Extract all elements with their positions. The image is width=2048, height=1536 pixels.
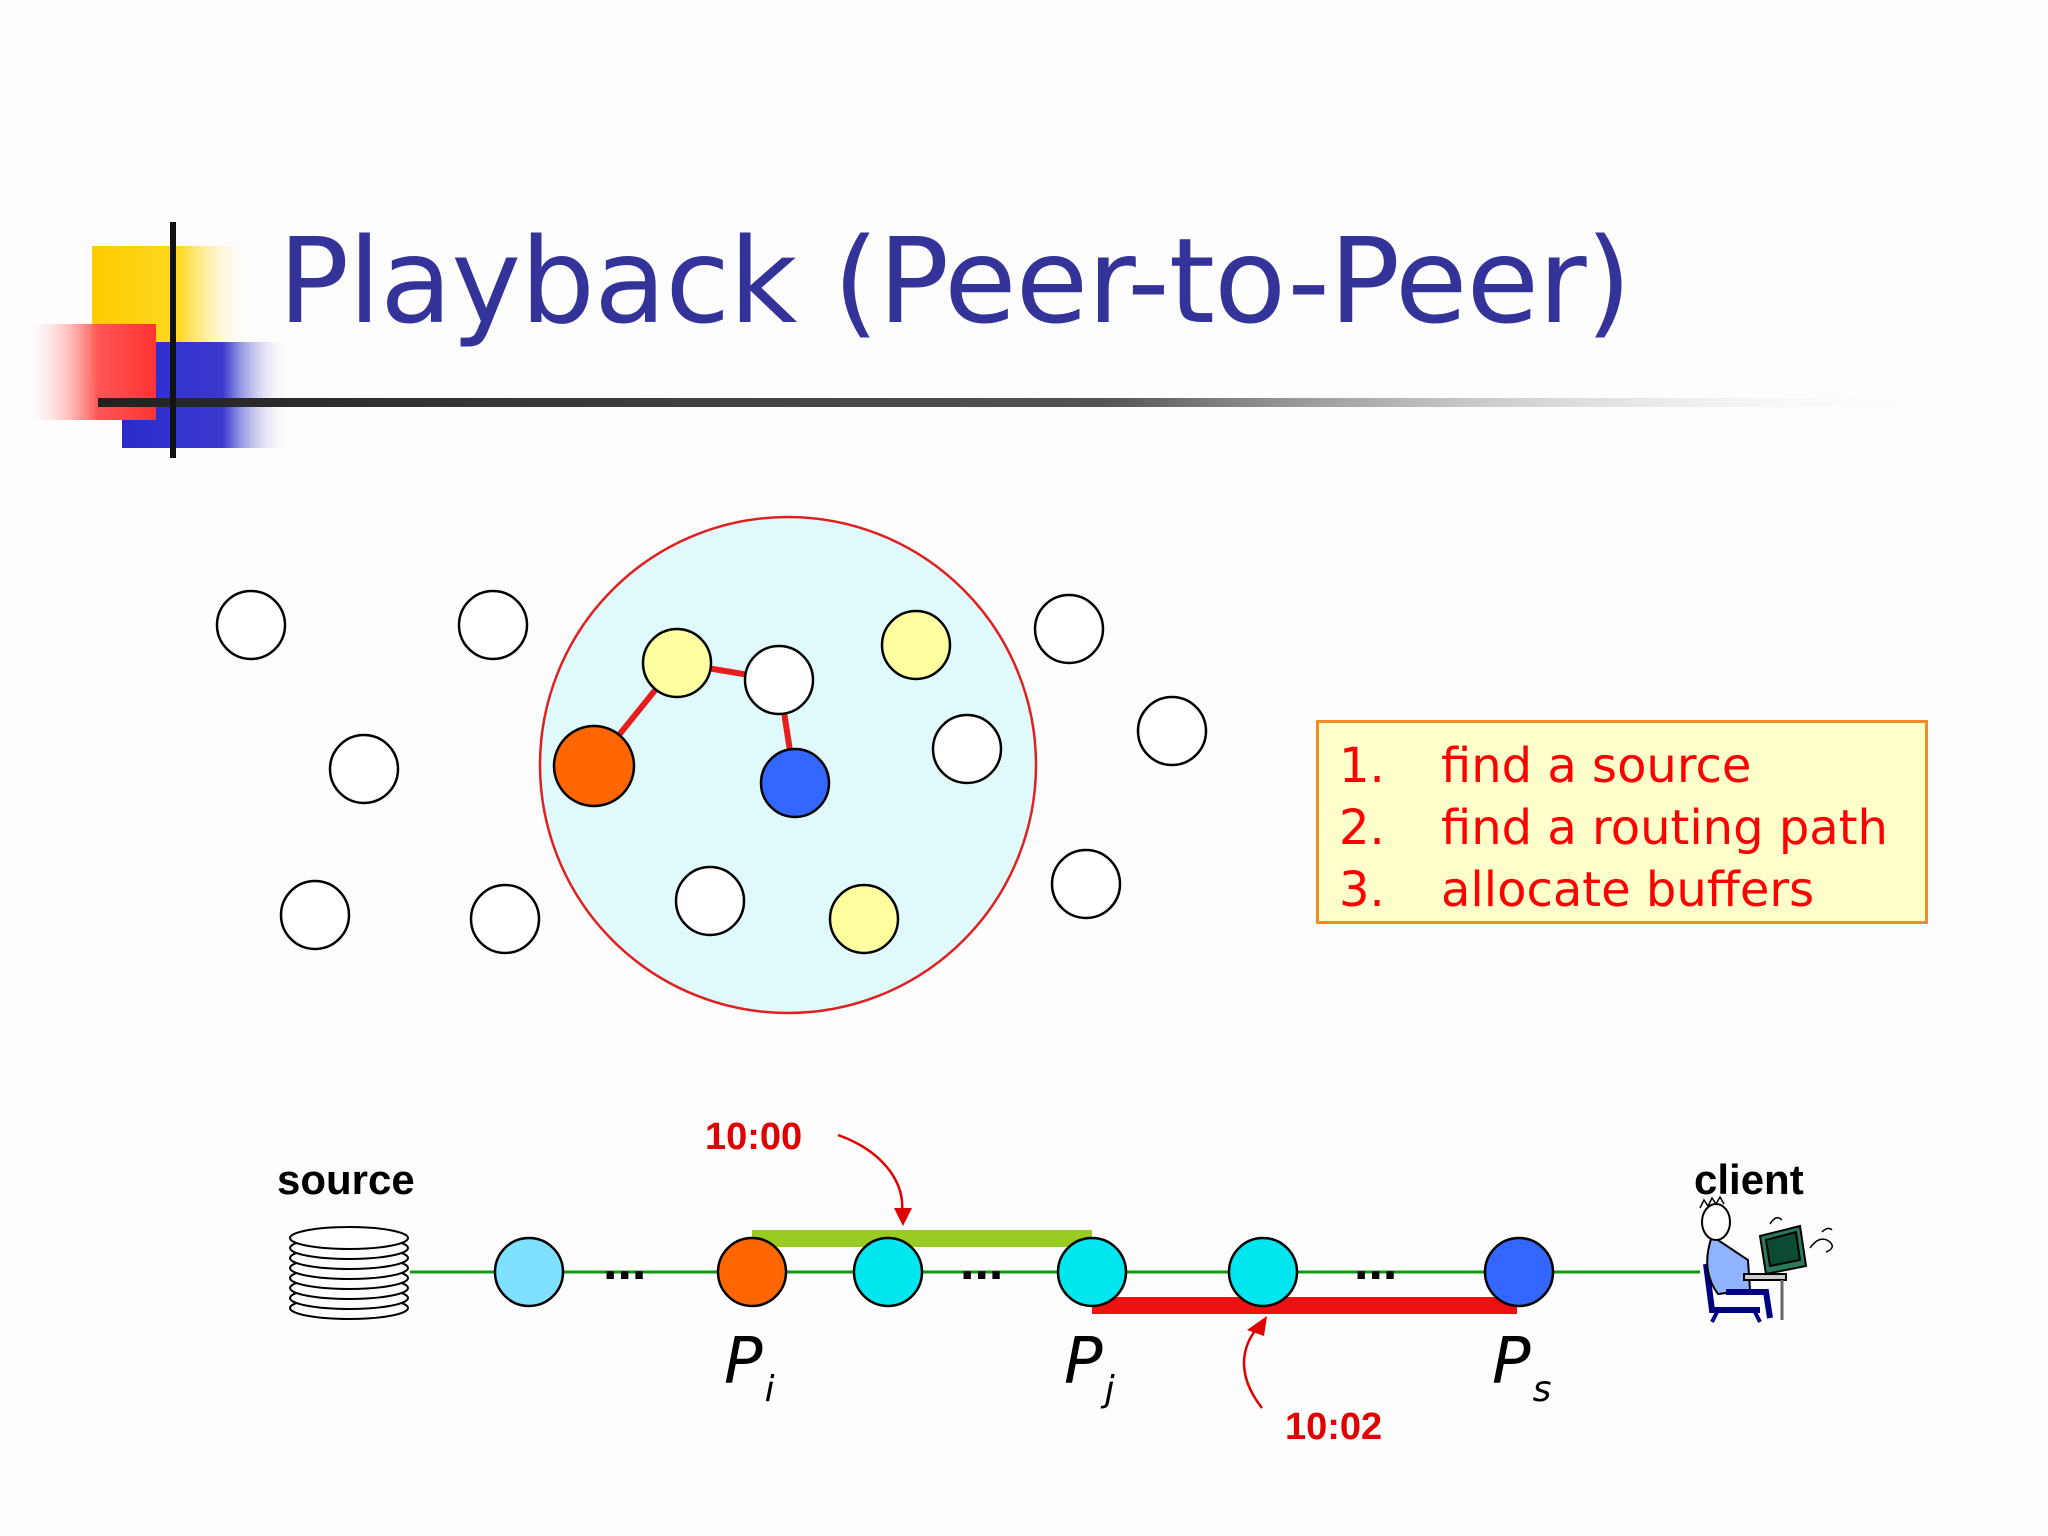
step-text: find a source [1441,738,1752,794]
arrow-to-red-bar [1242,1316,1267,1409]
client-label: client [1694,1156,1804,1203]
peer-j-node [1056,1236,1128,1308]
peer-node-yellow [641,627,713,699]
buffer-bar-green [752,1230,1092,1247]
time-label-green: 10:00 [705,1116,803,1158]
peer-node-yellow [880,609,952,681]
disk-stack-icon [289,1226,409,1320]
peer-node [1033,593,1105,665]
peer-i-node [716,1236,788,1308]
title-rule [98,398,1940,407]
peer-node [457,589,529,661]
peer-node [215,589,287,661]
time-label-red: 10:02 [1285,1406,1383,1448]
peer-label-i: Pi [724,1325,775,1410]
step-item: 1. find a source [1339,735,1925,797]
peer-node [279,879,351,951]
ellipsis: ... [603,1233,647,1291]
title-decoration [28,222,1940,458]
peer-node [743,644,815,716]
step-item: 3. allocate buffers [1339,859,1925,921]
arrow-to-green-bar [837,1133,912,1226]
vertical-rule [170,222,176,458]
ellipsis: ... [1354,1233,1398,1291]
ellipsis: ... [960,1233,1004,1291]
step-text: find a routing path [1441,800,1888,856]
peer-node [1136,695,1208,767]
relay-node [1227,1236,1299,1308]
peer-label-s: Ps [1492,1325,1552,1410]
peer-node-yellow [828,883,900,955]
relay-node [493,1236,565,1308]
client-peer-node [759,747,831,819]
buffer-bar-red [1092,1297,1517,1314]
step-number: 3. [1339,862,1385,918]
relay-node [852,1236,924,1308]
source-label: source [277,1156,415,1203]
peer-node [1050,848,1122,920]
step-item: 2. find a routing path [1339,797,1925,859]
peer-node [931,713,1003,785]
step-number: 2. [1339,800,1385,856]
peer-label-j: Pj [1064,1325,1115,1410]
peer-s-node [1483,1236,1555,1308]
step-number: 1. [1339,738,1385,794]
slide-title: Playback (Peer-to-Peer) [278,212,1632,350]
source-peer-node [552,724,636,808]
step-text: allocate buffers [1441,862,1815,918]
peer-node [674,865,746,937]
peer-node [469,883,541,955]
steps-box: 1. find a source 2. find a routing path … [1316,720,1928,924]
peer-node [328,733,400,805]
client-computer-icon [1699,1195,1833,1323]
